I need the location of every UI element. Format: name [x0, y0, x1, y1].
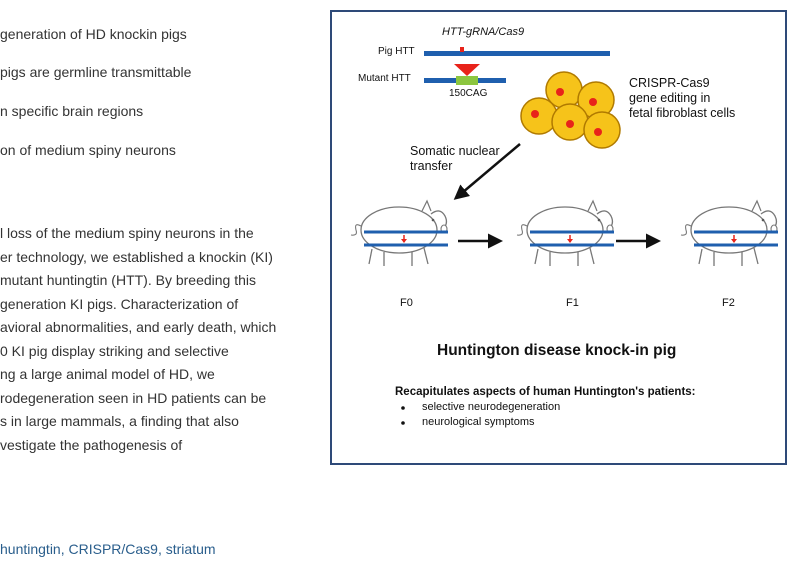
- keywords: huntingtin, CRISPR/Cas9, striatum: [0, 541, 216, 557]
- keyword-separator: ,: [157, 541, 166, 557]
- abstract-line: avioral abnormalities, and early death, …: [0, 319, 277, 335]
- abstract-line: mutant huntingtin (HTT). By breeding thi…: [0, 272, 257, 288]
- abstract-line: rodegeneration seen in HD patients can b…: [0, 389, 267, 406]
- recap-heading: Recapitulates aspects of human Huntingto…: [395, 386, 696, 398]
- abstract-line: s in large mammals, a finding that also: [0, 413, 239, 429]
- recap-item: neurological symptoms: [422, 416, 535, 428]
- pig-htt-label: Pig HTT: [378, 46, 415, 57]
- abstract-text: l loss of the medium spiny neurons in th…: [0, 222, 276, 457]
- abstract-line: vestigate the pathogenesis of: [0, 436, 183, 453]
- graphical-abstract-figure: HTT-gRNA/Cas9 Pig HTT Mutant HTT 150CAG …: [330, 10, 787, 465]
- keyword-link-huntingtin[interactable]: huntingtin: [0, 541, 61, 557]
- abstract-line: 0 KI pig display striking and selective: [0, 342, 229, 359]
- pig-htt-red-mark: [460, 47, 464, 52]
- abstract-line: ng a large animal model of HD, we: [0, 366, 215, 382]
- htt-grna-label: HTT-gRNA/Cas9: [442, 26, 525, 38]
- insertion-arrow: [454, 64, 480, 76]
- mutant-htt-label: Mutant HTT: [358, 73, 411, 84]
- cell: [520, 97, 558, 135]
- cag-label: 150CAG: [449, 88, 488, 99]
- recap-item: selective neurodegeneration: [422, 401, 561, 413]
- abstract-line: generation KI pigs. Characterization of: [0, 295, 239, 312]
- figure-graphics: [350, 47, 780, 425]
- cell: [583, 111, 621, 149]
- figure-title: Huntington disease knock-in pig: [437, 342, 677, 359]
- abstract-line: er technology, we established a knockin …: [0, 248, 273, 265]
- generation-label-f1: F1: [566, 297, 579, 309]
- keyword-link-striatum[interactable]: striatum: [165, 541, 216, 557]
- snt-label: Somatic nuclear transfer: [410, 144, 500, 173]
- pig-htt-bar: [424, 51, 610, 56]
- fibroblast-cells: [520, 71, 621, 149]
- keyword-link-crispr[interactable]: CRISPR/Cas9: [68, 541, 158, 557]
- keyword-separator: ,: [60, 541, 69, 557]
- generation-label-f2: F2: [722, 297, 735, 309]
- highlight-item: on of medium spiny neurons: [0, 142, 176, 158]
- cag-insert: [456, 76, 478, 85]
- abstract-line: l loss of the medium spiny neurons in th…: [0, 225, 254, 241]
- snt-arrow: [453, 143, 521, 200]
- generation-label-f0: F0: [400, 297, 413, 309]
- crispr-label: CRISPR-Cas9 gene editing in fetal fibrob…: [629, 76, 736, 120]
- highlight-item: n specific brain regions: [0, 103, 144, 119]
- highlight-item: pigs are germline transmittable: [0, 64, 192, 80]
- highlight-item: generation of HD knockin pigs: [0, 26, 187, 42]
